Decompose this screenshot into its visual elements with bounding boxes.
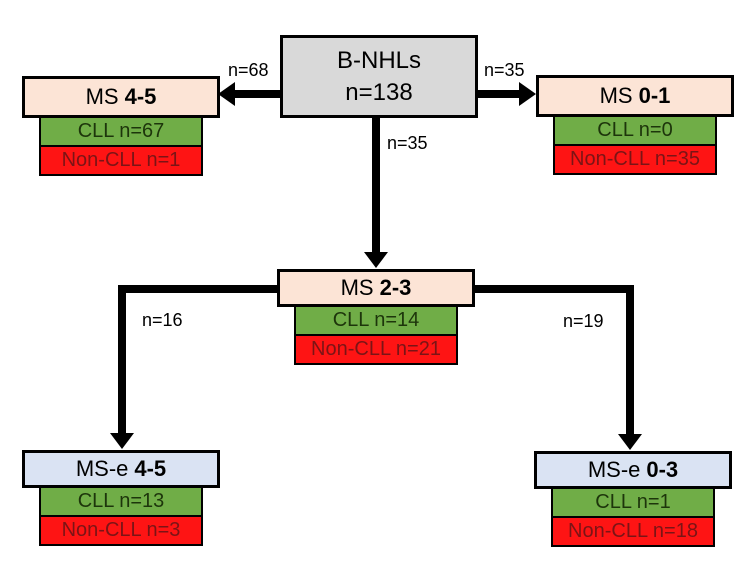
arrowhead-right-icon — [519, 82, 536, 106]
node-bnhls-title: B-NHLs — [336, 47, 421, 75]
node-ms01-noncll-row: Non-CLL n=35 — [553, 144, 717, 175]
node-ms45-cll-row: CLL n=67 — [39, 116, 203, 147]
edge-label-to-mse03: n=19 — [563, 311, 604, 331]
arrow-ms23-to-mse03-hshaft — [475, 285, 634, 293]
arrow-root-to-ms01-shaft — [478, 90, 520, 98]
edge-label-to-mse45: n=16 — [142, 310, 183, 330]
node-ms23-range: 2-3 — [379, 275, 412, 300]
node-mse03-cll-row: CLL n=1 — [551, 487, 715, 518]
node-mse03-noncll-row: Non-CLL n=18 — [551, 516, 715, 547]
node-mse03-range: 0-3 — [646, 457, 679, 482]
node-ms23-noncll-row: Non-CLL n=21 — [294, 334, 458, 365]
arrowhead-down-icon — [110, 433, 134, 449]
node-bnhls-count: n=138 — [345, 78, 413, 106]
arrow-ms23-to-mse45-hshaft — [118, 285, 277, 293]
edge-label-to-ms45: n=68 — [228, 60, 269, 80]
arrow-root-to-ms45-shaft — [234, 90, 280, 98]
node-ms45-noncll-row: Non-CLL n=1 — [39, 145, 203, 176]
node-ms23-prefix: MS — [340, 275, 374, 300]
arrowhead-down-icon — [364, 252, 388, 268]
node-ms45-range: 4-5 — [124, 84, 157, 109]
edge-label-to-ms23: n=35 — [387, 133, 428, 153]
node-mse45-noncll-row: Non-CLL n=3 — [39, 515, 203, 546]
node-bnhls: B-NHLs n=138 — [280, 35, 478, 118]
arrow-ms23-to-mse03-vshaft — [626, 285, 634, 435]
node-ms01-prefix: MS — [599, 83, 633, 108]
node-mse45-cll-row: CLL n=13 — [39, 486, 203, 517]
node-mse45-range: 4-5 — [134, 456, 167, 481]
arrow-ms23-to-mse45-vshaft — [118, 285, 126, 434]
node-ms45-prefix: MS — [85, 84, 119, 109]
node-mse03-prefix: MS-e — [587, 457, 641, 482]
arrowhead-down-icon — [618, 434, 642, 450]
edge-label-to-ms01: n=35 — [484, 60, 525, 80]
node-ms01-range: 0-1 — [638, 83, 671, 108]
node-ms01-cll-row: CLL n=0 — [553, 115, 717, 146]
node-ms23-cll-row: CLL n=14 — [294, 305, 458, 336]
arrowhead-left-icon — [218, 82, 235, 106]
arrow-root-to-ms23-shaft — [372, 118, 380, 252]
node-mse45-prefix: MS-e — [75, 456, 129, 481]
